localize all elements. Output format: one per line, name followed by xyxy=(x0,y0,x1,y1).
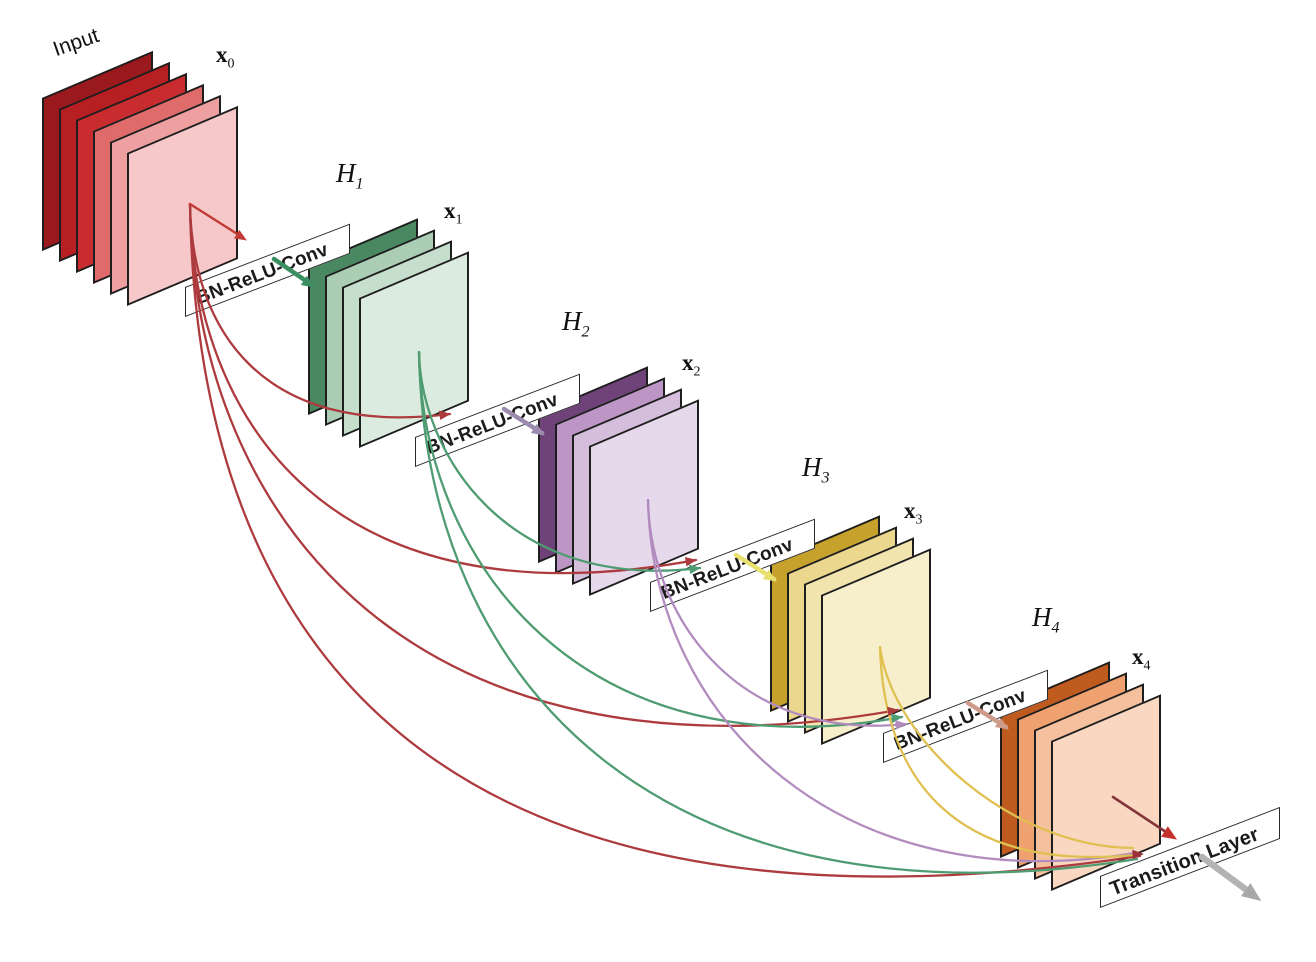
h2-label: H2 xyxy=(562,306,590,341)
curve-x2-to-transition xyxy=(646,498,1137,863)
x2-label: x2 xyxy=(682,350,701,380)
x3-label: x3 xyxy=(904,498,923,528)
arrowhead-curves-to-transition xyxy=(1132,849,1144,860)
arrow-transition-exit xyxy=(1198,853,1256,898)
arrowhead-x0-to-h4 xyxy=(886,706,899,717)
curve-x1-to-h4 xyxy=(417,350,904,728)
arrow-x4-to-transition xyxy=(1111,795,1174,838)
arrowhead-transition-exit xyxy=(1241,883,1262,901)
curve-x1-to-h3 xyxy=(417,350,702,572)
h4-label: H4 xyxy=(1032,602,1060,637)
arrowhead-x0-to-h2 xyxy=(439,410,451,420)
arrow-x0-to-h1 xyxy=(188,202,244,239)
curve-x0-to-h3 xyxy=(188,202,698,575)
curve-x0-to-h4 xyxy=(188,202,900,727)
arrowhead-h2-output xyxy=(530,423,545,436)
curve-x3-to-transition xyxy=(878,645,1135,850)
arrowhead-x0-to-h3 xyxy=(684,556,697,567)
arrowhead-x1-to-h4 xyxy=(891,713,903,723)
curve-x0-to-transition xyxy=(188,202,1142,878)
h3-label: H3 xyxy=(802,452,830,487)
arrowhead-h3-output xyxy=(762,569,777,582)
x0-label: x0 xyxy=(216,42,235,72)
x1-label: x1 xyxy=(444,198,463,228)
arrowhead-x2-to-h4 xyxy=(895,720,907,730)
h1-label: H1 xyxy=(336,158,364,193)
curve-x1-to-transition xyxy=(417,350,1139,874)
curve-x0-to-h2 xyxy=(188,202,452,419)
arrowhead-x0-to-h1 xyxy=(234,229,247,241)
arrowhead-x1-to-h3 xyxy=(689,564,701,574)
arrowhead-h4-output xyxy=(994,717,1009,730)
curve-x3-to-transition xyxy=(878,645,1137,859)
arrowhead-x4-to-transition xyxy=(1161,826,1178,840)
curve-x2-to-h4 xyxy=(646,498,908,727)
arrowhead-h1-output xyxy=(300,275,315,288)
x4-label: x4 xyxy=(1132,644,1151,674)
